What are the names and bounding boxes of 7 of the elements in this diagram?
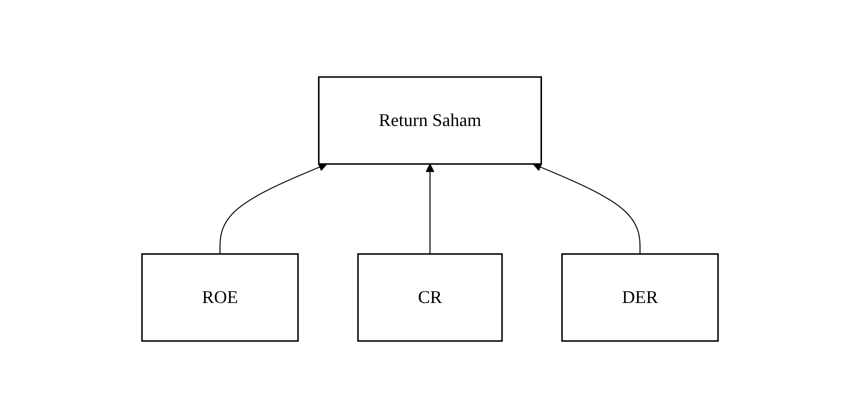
node-box: Return Saham [318,76,542,165]
node-box: DER [562,253,720,342]
arrow [533,163,641,254]
arrow [220,163,328,254]
node-box: ROE [142,253,300,342]
node-box: CR [358,253,504,342]
arrow [426,164,435,254]
